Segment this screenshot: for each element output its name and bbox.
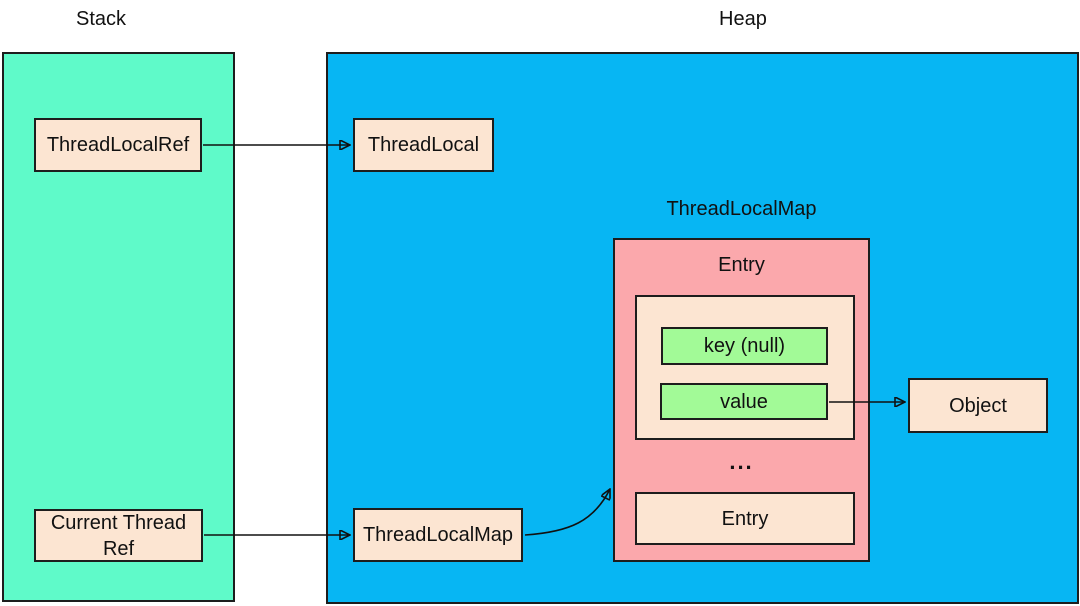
threadlocalref-node: ThreadLocalRef	[34, 118, 202, 172]
threadlocal-node: ThreadLocal	[353, 118, 494, 172]
current-thread-ref-node: Current Thread Ref	[34, 509, 203, 562]
entry-bottom-box: Entry	[635, 492, 855, 545]
entry-top-label: Entry	[718, 254, 765, 276]
stack-title: Stack	[76, 8, 127, 30]
threadlocalmap-container-title: ThreadLocalMap	[666, 198, 817, 220]
key-slot: key (null)	[661, 327, 828, 365]
entries-ellipsis: ...	[729, 449, 754, 474]
object-node: Object	[908, 378, 1048, 433]
heap-title: Heap	[719, 8, 767, 30]
threadlocalmap-node: ThreadLocalMap	[353, 508, 523, 562]
value-slot: value	[660, 383, 828, 420]
